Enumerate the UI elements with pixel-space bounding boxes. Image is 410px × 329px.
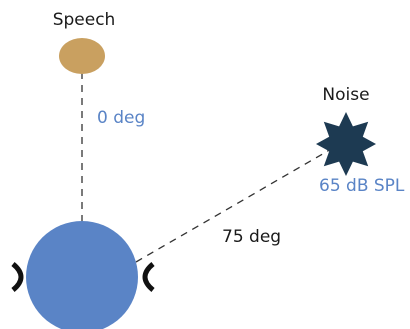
listener-head [26,221,138,329]
noise-source-star-icon [316,112,376,176]
noise-label: Noise [322,85,369,105]
right-ear-icon [142,262,155,292]
speech-angle-label: 0 deg [97,108,145,128]
noise-level-label: 65 dB SPL [319,176,405,196]
noise-angle-label: 75 deg [222,227,281,247]
left-ear-icon [11,262,24,292]
speech-label: Speech [53,10,116,30]
speech-source [59,38,105,74]
